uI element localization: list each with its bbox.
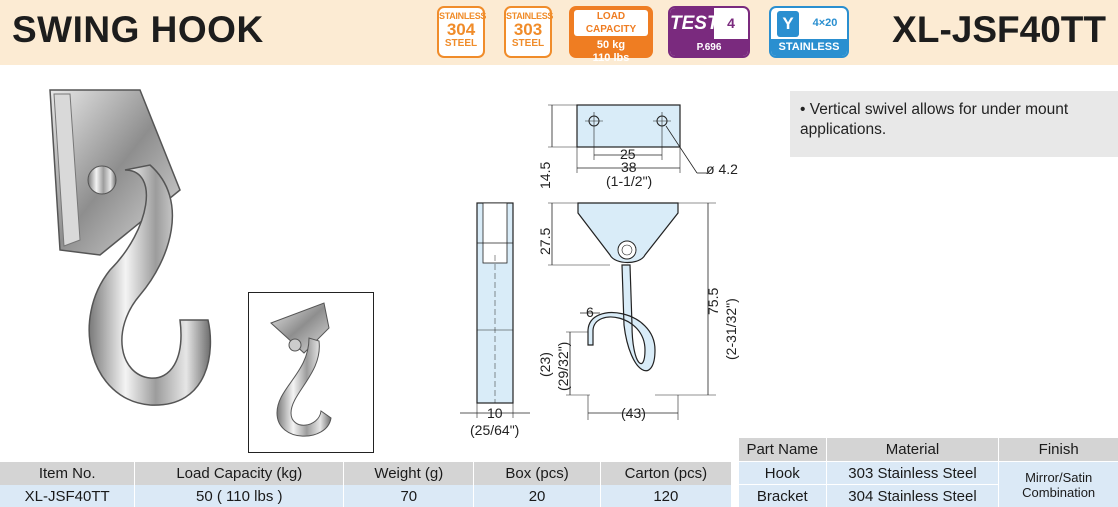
load-capacity-cell: 50 ( 110 lbs ) <box>134 485 345 507</box>
finish-cell: Mirror/Satin Combination <box>998 461 1118 507</box>
table-row: Bracket 304 Stainless Steel <box>739 484 1118 507</box>
screw-badge: Y 4×20 STAINLESS <box>769 6 849 58</box>
badge-number: 4 <box>727 15 735 31</box>
dim-14-5: 14.5 <box>537 162 553 189</box>
column-header: Carton (pcs) <box>600 462 731 485</box>
dim-43: (43) <box>621 405 646 421</box>
column-header: Finish <box>998 438 1118 462</box>
box-cell: 20 <box>473 485 601 507</box>
table-header-row: Item No. Load Capacity (kg) Weight (g) B… <box>0 462 731 485</box>
header-bar: SWING HOOK STAINLESS 304 STEEL STAINLESS… <box>0 0 1118 65</box>
material-cell: 304 Stainless Steel <box>826 484 1000 507</box>
carton-cell: 120 <box>600 485 731 507</box>
table-header-row: Part Name Material Finish <box>739 438 1118 462</box>
dim-6: 6 <box>586 304 594 320</box>
product-photo-small <box>248 292 374 453</box>
badge-value: 4×20 <box>812 17 838 29</box>
spec-table: Item No. Load Capacity (kg) Weight (g) B… <box>0 462 731 507</box>
badge-label: STEEL <box>511 38 545 49</box>
dim-23-inch: (29/32") <box>555 342 571 391</box>
dim-75-5: 75.5 <box>705 288 721 315</box>
item-number-cell: XL-JSF40TT <box>0 485 136 507</box>
badge-number: 304 <box>446 20 476 39</box>
badge-label: LOAD CAPACITY <box>574 10 648 36</box>
column-header: Box (pcs) <box>473 462 601 485</box>
table-row: Hook 303 Stainless Steel Mirror/Satin Co… <box>739 461 1118 507</box>
description-panel: • Vertical swivel allows for under mount… <box>790 91 1118 157</box>
badge-label: STEEL <box>444 38 478 49</box>
badge-number: 303 <box>513 20 543 39</box>
material-table: Part Name Material Finish Hook 303 Stain… <box>739 438 1118 507</box>
stainless-303-badge: STAINLESS 303 STEEL <box>504 6 554 58</box>
material-cell: 303 Stainless Steel <box>826 461 1000 485</box>
dim-10-inch: (25/64") <box>470 422 519 438</box>
badge-label: TEST <box>670 8 719 39</box>
dim-23: (23) <box>537 352 553 377</box>
load-capacity-badge: LOAD CAPACITY 50 kg 110 lbs <box>569 6 653 64</box>
dim-38: 38 <box>621 159 637 175</box>
column-header: Material <box>826 438 1000 462</box>
screw-icon: Y <box>777 11 799 37</box>
badge-label: STAINLESS <box>439 11 487 21</box>
page-title: SWING HOOK <box>12 9 264 50</box>
dim-75-5-inch: (2-31/32") <box>723 298 739 360</box>
badge-label: STAINLESS <box>771 39 847 56</box>
badge-value-kg: 50 kg <box>596 39 626 51</box>
column-header: Item No. <box>0 462 136 485</box>
part-name-cell: Bracket <box>739 484 827 507</box>
column-header: Load Capacity (kg) <box>134 462 345 485</box>
dim-25: 25 <box>620 146 636 162</box>
description-text: • Vertical swivel allows for under mount… <box>800 101 1069 138</box>
table-row: XL-JSF40TT 50 ( 110 lbs ) 70 20 120 <box>0 485 731 507</box>
product-photo-large <box>49 89 212 406</box>
dim-38-inch: (1-1/2") <box>606 173 652 189</box>
technical-drawing: 25 38 (1-1/2") 14.5 ø 4.2 75.5 (2-31/32"… <box>460 104 739 438</box>
model-number: XL-JSF40TT <box>892 9 1106 50</box>
stainless-304-badge: STAINLESS 304 STEEL <box>437 6 487 58</box>
dim-10: 10 <box>487 405 503 421</box>
dim-hole-diameter: ø 4.2 <box>706 161 738 177</box>
badge-page: P.696 <box>670 39 748 56</box>
weight-cell: 70 <box>343 485 475 507</box>
test-badge: TEST 4 P.696 <box>668 6 750 58</box>
column-header: Part Name <box>739 438 827 462</box>
front-view-hook <box>577 202 679 264</box>
dim-27-5: 27.5 <box>537 228 553 255</box>
part-name-cell: Hook <box>739 461 827 485</box>
badge-label: STAINLESS <box>506 11 554 21</box>
column-header: Weight (g) <box>343 462 475 485</box>
badge-value-lbs: 110 lbs <box>592 52 630 64</box>
